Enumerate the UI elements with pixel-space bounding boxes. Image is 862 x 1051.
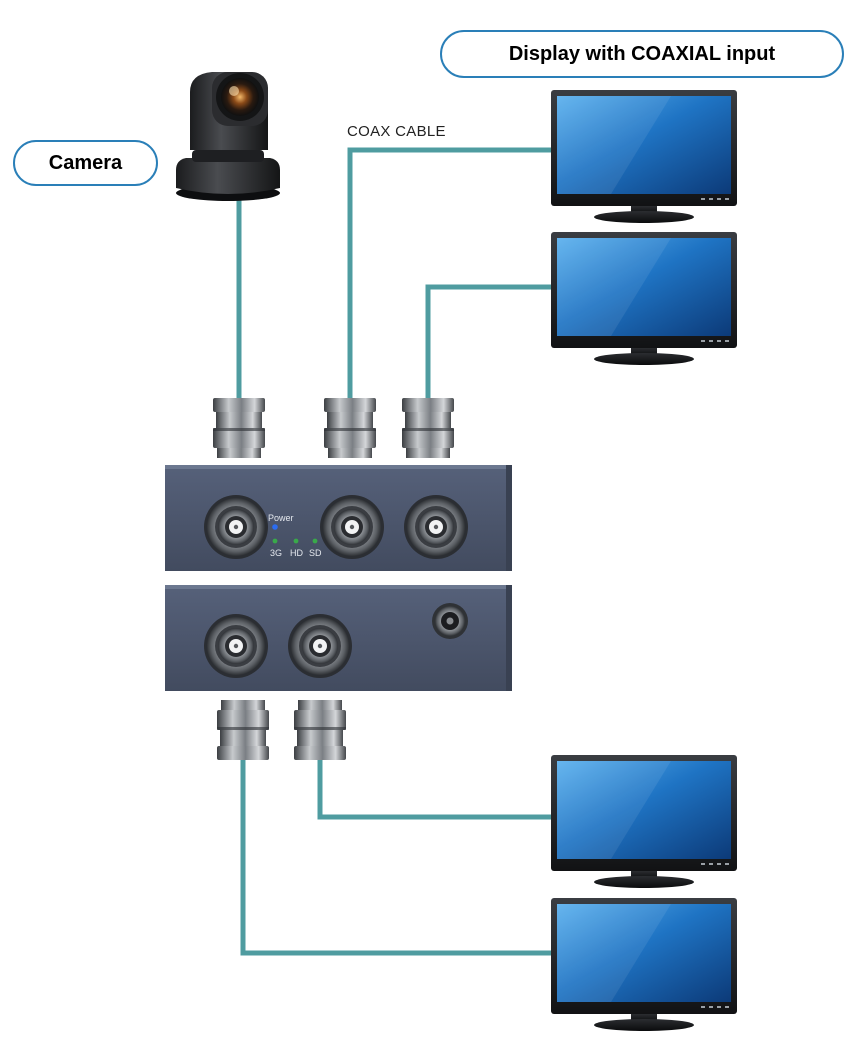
label-hd: HD [290, 548, 303, 558]
bnc-input-port [204, 495, 268, 559]
coax-cable-label: COAX CABLE [347, 123, 446, 140]
bnc-loop-port-1 [320, 495, 384, 559]
cable-to-display-4 [240, 755, 556, 956]
label-3g: 3G [270, 548, 282, 558]
bnc-plug-output-1 [217, 700, 269, 760]
device-front-panel: Power 3G HD SD [165, 465, 512, 571]
device-rear-panel [165, 585, 512, 691]
led-3g [272, 538, 278, 544]
bnc-plug-loop-2 [402, 398, 454, 458]
display-monitor-2 [551, 232, 737, 365]
power-label: Power [268, 513, 294, 523]
display-label: Display with COAXIAL input [440, 30, 844, 78]
cable-to-display-2 [425, 284, 556, 402]
bnc-output-port-1 [204, 614, 268, 678]
bnc-plug-loop-1 [324, 398, 376, 458]
display-monitor-4 [551, 898, 737, 1031]
bnc-output-port-2 [288, 614, 352, 678]
ptz-camera-icon [176, 72, 280, 201]
cable-to-display-3 [317, 755, 556, 820]
power-led [272, 524, 278, 530]
label-sd: SD [309, 548, 322, 558]
bnc-loop-port-2 [404, 495, 468, 559]
bnc-plug-output-2 [294, 700, 346, 760]
camera-label: Camera [13, 140, 158, 186]
coax-cables [236, 147, 556, 956]
display-monitor-3 [551, 755, 737, 888]
led-sd [312, 538, 318, 544]
led-hd [293, 538, 299, 544]
cable-to-display-1 [347, 147, 556, 402]
display-monitor-1 [551, 90, 737, 223]
bnc-plug-input [213, 398, 265, 458]
dc-power-jack-icon [432, 603, 468, 639]
